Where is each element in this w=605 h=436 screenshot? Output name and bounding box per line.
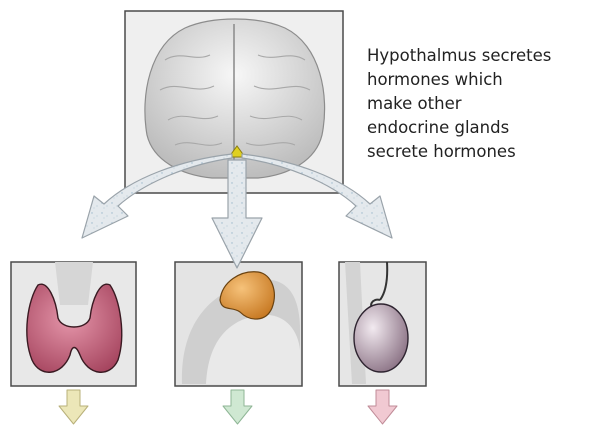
gonad bbox=[354, 304, 408, 372]
output-arrows bbox=[59, 390, 397, 424]
gonad-panel bbox=[339, 262, 426, 386]
output-arrow-thyroid bbox=[59, 390, 88, 424]
caption-text: Hypothalmus secretes hormones which make… bbox=[367, 44, 602, 164]
adrenal-panel bbox=[175, 262, 302, 386]
thyroid-panel bbox=[11, 262, 136, 386]
output-arrow-gonad bbox=[368, 390, 397, 424]
output-arrow-adrenal bbox=[223, 390, 252, 424]
